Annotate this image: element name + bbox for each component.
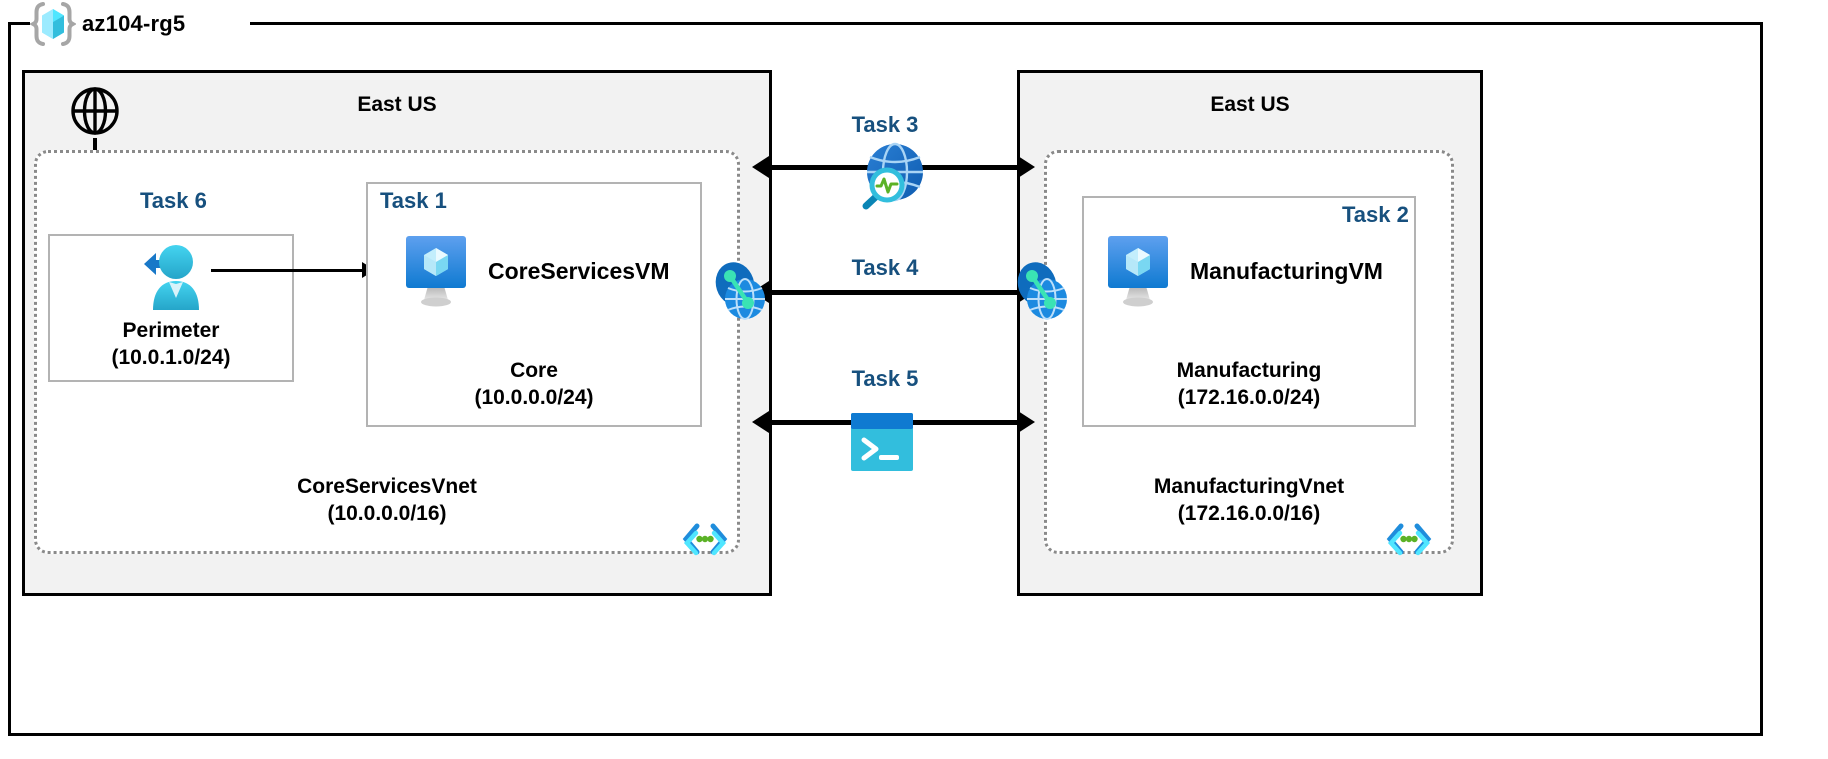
- subnet-perimeter-caption: Perimeter (10.0.1.0/24): [48, 318, 294, 372]
- region-label-left: East US: [357, 93, 437, 116]
- subnet-manufacturing: [1082, 196, 1416, 427]
- vnet-manufacturing-caption: ManufacturingVnet (172.16.0.0/16): [1044, 474, 1454, 528]
- cloud-shell-icon: [851, 413, 913, 476]
- subnet-manufacturing-cidr: (172.16.0.0/24): [1177, 385, 1321, 409]
- resource-group-title-mask: [30, 4, 250, 42]
- task-label-3: Task 3: [851, 112, 919, 137]
- subnet-core-name: Core: [510, 359, 558, 382]
- vm-manufacturing: ManufacturingVM: [1102, 232, 1383, 310]
- resource-group-top-border-right: [250, 22, 1763, 25]
- task-label-4: Task 4: [851, 255, 919, 280]
- subnet-core-caption: Core (10.0.0.0/24): [366, 358, 702, 412]
- task-label-5: Task 5: [851, 366, 919, 391]
- task-label-6: Task 6: [140, 188, 207, 213]
- subnet-manufacturing-caption: Manufacturing (172.16.0.0/24): [1082, 358, 1416, 412]
- vm-manufacturing-name: ManufacturingVM: [1190, 257, 1383, 284]
- vm-coreservices-name: CoreServicesVM: [488, 257, 670, 284]
- subnet-perimeter-cidr: (10.0.1.0/24): [111, 345, 231, 369]
- task-label-2: Task 2: [1342, 202, 1409, 227]
- subnet-core-cidr: (10.0.0.0/24): [474, 385, 594, 409]
- vnet-coreservices-caption: CoreServicesVnet (10.0.0.0/16): [34, 474, 740, 528]
- subnet-core: [366, 182, 702, 427]
- subnet-manufacturing-name: Manufacturing: [1176, 359, 1322, 382]
- network-watcher-icon: [855, 140, 929, 223]
- task5-arrowhead-left: [752, 411, 769, 433]
- virtual-machine-icon: [1102, 232, 1174, 310]
- region-label-right: East US: [1210, 93, 1290, 116]
- task3-arrowhead-right: [1018, 156, 1035, 178]
- user-access-icon: [128, 240, 216, 321]
- vnet-coreservices-name: CoreServicesVnet: [297, 475, 477, 498]
- task5-arrowhead-right: [1018, 411, 1035, 433]
- task3-arrowhead-left: [752, 156, 769, 178]
- vnet-peering-icon: [709, 258, 773, 333]
- vnet-manufacturing-cidr: (172.16.0.0/16): [1177, 501, 1321, 525]
- azure-resource-group-icon: [29, 1, 77, 47]
- task4-connector-line: [766, 290, 1030, 295]
- subnet-brackets-icon: [1385, 521, 1433, 562]
- vnet-coreservices-cidr: (10.0.0.0/16): [327, 501, 447, 525]
- virtual-machine-icon: [400, 232, 472, 310]
- task-label-1: Task 1: [380, 188, 447, 213]
- globe-internet-icon: [68, 84, 122, 143]
- perimeter-to-core-line: [211, 269, 366, 272]
- vm-coreservices: CoreServicesVM: [400, 232, 670, 310]
- resource-group-header: az104-rg5: [29, 1, 186, 47]
- vnet-manufacturing-name: ManufacturingVnet: [1153, 475, 1345, 498]
- subnet-perimeter-name: Perimeter: [122, 319, 220, 342]
- resource-group-name: az104-rg5: [82, 11, 186, 36]
- subnet-brackets-icon: [681, 521, 729, 562]
- vnet-peering-icon: [1011, 258, 1075, 333]
